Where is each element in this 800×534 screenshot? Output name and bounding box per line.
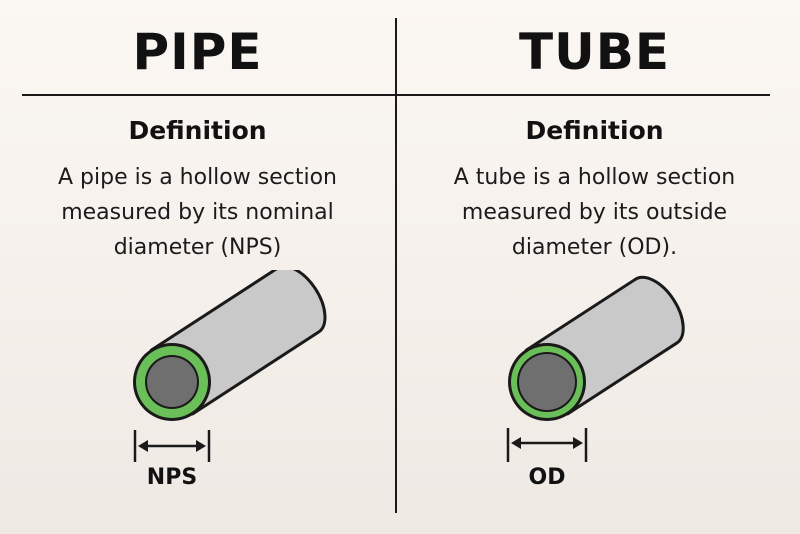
tube-cylinder-icon xyxy=(506,275,685,462)
tube-bore xyxy=(519,354,575,410)
pipe-column: PIPE Definition A pipe is a hollow secti… xyxy=(0,0,395,534)
pipe-definition-text: A pipe is a hollow section measured by i… xyxy=(18,160,377,265)
tube-definition-line: A tube is a hollow section xyxy=(453,165,736,190)
tube-definition-line: measured by its outside xyxy=(461,200,728,225)
pipe-definition-title: Definition xyxy=(128,116,267,145)
tube-definition-title: Definition xyxy=(525,116,664,145)
pipe-definition-line: diameter (NPS) xyxy=(113,235,282,260)
pipe-bore xyxy=(147,357,197,407)
vertical-divider xyxy=(395,18,397,513)
dimension-arrow-icon xyxy=(506,428,588,462)
tube-column: TUBE Definition A tube is a hollow secti… xyxy=(397,0,792,534)
tube-definition-text: A tube is a hollow section measured by i… xyxy=(415,160,774,265)
pipe-cylinder-icon xyxy=(133,270,327,462)
pipe-definition-line: A pipe is a hollow section xyxy=(58,165,337,190)
tube-definition-line: diameter (OD). xyxy=(511,235,678,260)
dimension-arrow-icon xyxy=(133,430,211,462)
pipe-heading: PIPE xyxy=(132,23,263,81)
pipe-definition-line: measured by its nominal xyxy=(61,200,334,225)
tube-heading: TUBE xyxy=(519,23,670,81)
pipe-dimension-label: NPS xyxy=(146,465,198,490)
tube-dimension-label: OD xyxy=(528,465,566,490)
